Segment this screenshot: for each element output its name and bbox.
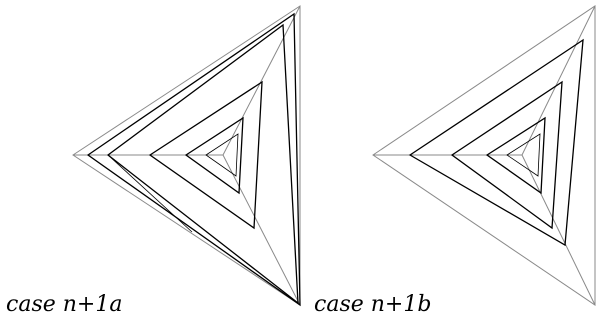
nested-triangle-b-2 xyxy=(450,80,563,230)
nested-triangle-a-3 xyxy=(148,80,263,230)
chord-a xyxy=(107,154,193,233)
outer-triangle-b xyxy=(372,5,596,306)
radial-line-a-2 xyxy=(222,5,301,156)
radial-line-b-3 xyxy=(521,154,596,306)
caption-case-a: case n+1a xyxy=(6,292,123,317)
nested-triangle-a-2 xyxy=(106,23,299,305)
outer-triangle-a xyxy=(72,5,301,306)
diagram-case-b xyxy=(372,5,596,306)
nested-triangle-a-5 xyxy=(205,133,239,177)
nested-triangle-b-4 xyxy=(506,133,541,177)
radial-line-b-2 xyxy=(521,5,596,156)
nested-triangle-a-4 xyxy=(184,116,244,195)
nested-triangle-b-3 xyxy=(485,116,546,195)
nested-triangle-b-1 xyxy=(408,38,584,247)
diagram-case-a xyxy=(72,5,301,307)
caption-case-b: case n+1b xyxy=(314,292,432,317)
radial-line-a-3 xyxy=(222,154,301,306)
nested-triangle-a-1 xyxy=(86,12,301,307)
